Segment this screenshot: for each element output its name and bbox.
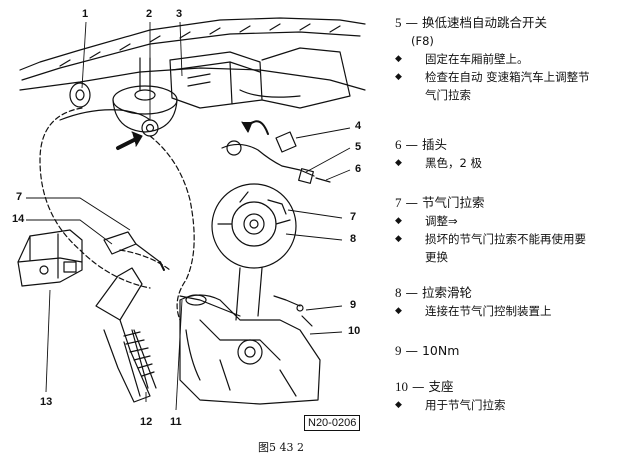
callout-4: 4 <box>355 120 362 132</box>
legend-item: ◆调整⇒ <box>395 214 458 228</box>
callout-13: 13 <box>40 396 53 408</box>
legend-title: 10Nm <box>421 343 460 358</box>
diamond-bullet-icon: ◆ <box>395 234 402 244</box>
callout-12: 12 <box>140 416 153 428</box>
legend-number: 5 <box>395 15 402 30</box>
callout-5: 5 <box>355 141 362 153</box>
legend-item: ◆检查在自动 变速箱汽车上调整节气门拉索 <box>395 70 590 102</box>
diamond-bullet-icon: ◆ <box>395 158 402 168</box>
legend-entry-10: 10 — 支座 ◆用于节气门拉索 <box>395 378 621 414</box>
legend-item: ◆黑色，2 极 <box>395 156 482 170</box>
callout-6: 6 <box>355 163 362 175</box>
callout-14: 14 <box>12 213 25 225</box>
callout-1: 1 <box>82 8 89 20</box>
callout-8: 8 <box>350 233 357 245</box>
figure-caption: 图5 43 2 <box>258 441 304 454</box>
dash: — <box>405 15 418 30</box>
legend-entry-9: 9 — 10Nm <box>395 343 460 358</box>
legend-title: 拉索滑轮 <box>421 285 472 300</box>
legend-entry-8: 8 — 拉索滑轮 ◆连接在节气门控制装置上 <box>395 284 621 320</box>
callout-7-right: 7 <box>350 211 357 223</box>
callout-11: 11 <box>170 416 182 428</box>
legend-entry-5: 5 — 换低速档自动跳合开关 (F8) ◆固定在车厢前壁上。 ◆检查在自动 变速… <box>395 14 621 104</box>
legend-title: 插头 <box>421 137 447 152</box>
legend-item: ◆用于节气门拉索 <box>395 398 506 412</box>
callout-3: 3 <box>176 8 183 20</box>
throttle-cable-diagram <box>17 17 366 411</box>
diamond-bullet-icon: ◆ <box>395 400 402 410</box>
callout-2: 2 <box>146 8 153 20</box>
diamond-bullet-icon: ◆ <box>395 54 402 64</box>
legend-entry-6: 6 — 插头 ◆黑色，2 极 <box>395 136 621 172</box>
callout-7-left: 7 <box>16 191 23 203</box>
figure-code: N20-0206 <box>304 415 361 431</box>
legend-item: ◆连接在节气门控制装置上 <box>395 304 552 318</box>
diamond-bullet-icon: ◆ <box>395 216 402 226</box>
callout-10: 10 <box>348 325 361 337</box>
legend-title: 节气门拉索 <box>421 195 485 210</box>
callout-9: 9 <box>350 299 357 311</box>
legend-title: 换低速档自动跳合开关 <box>421 15 547 30</box>
legend-item: ◆固定在车厢前壁上。 <box>395 52 529 66</box>
diamond-bullet-icon: ◆ <box>395 72 402 82</box>
legend-item: ◆损坏的节气门拉索不能再使用要更换 <box>395 232 586 264</box>
diamond-bullet-icon: ◆ <box>395 306 402 316</box>
legend-title: 支座 <box>428 379 454 394</box>
legend-subtitle: (F8) <box>411 34 434 48</box>
legend-entry-7: 7 — 节气门拉索 ◆调整⇒ ◆损坏的节气门拉索不能再使用要更换 <box>395 194 621 266</box>
